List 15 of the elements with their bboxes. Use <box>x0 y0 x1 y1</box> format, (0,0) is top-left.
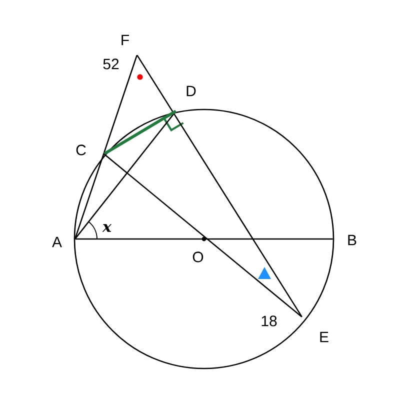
angle-label: x <box>102 224 112 232</box>
line-segment <box>74 55 138 239</box>
point-label: C <box>76 144 86 156</box>
point-label: A <box>52 236 62 248</box>
point-label: O <box>192 252 204 262</box>
point-label: F <box>122 34 129 46</box>
angle-label: 52 <box>103 58 119 70</box>
point-label: B <box>348 234 356 246</box>
point-label: D <box>186 86 196 96</box>
line-segment <box>136 54 302 318</box>
line-segment <box>103 110 177 156</box>
line-segment <box>104 154 302 318</box>
angle-label: 18 <box>262 316 277 326</box>
point-label: E <box>320 332 328 342</box>
line-segment <box>75 238 333 240</box>
